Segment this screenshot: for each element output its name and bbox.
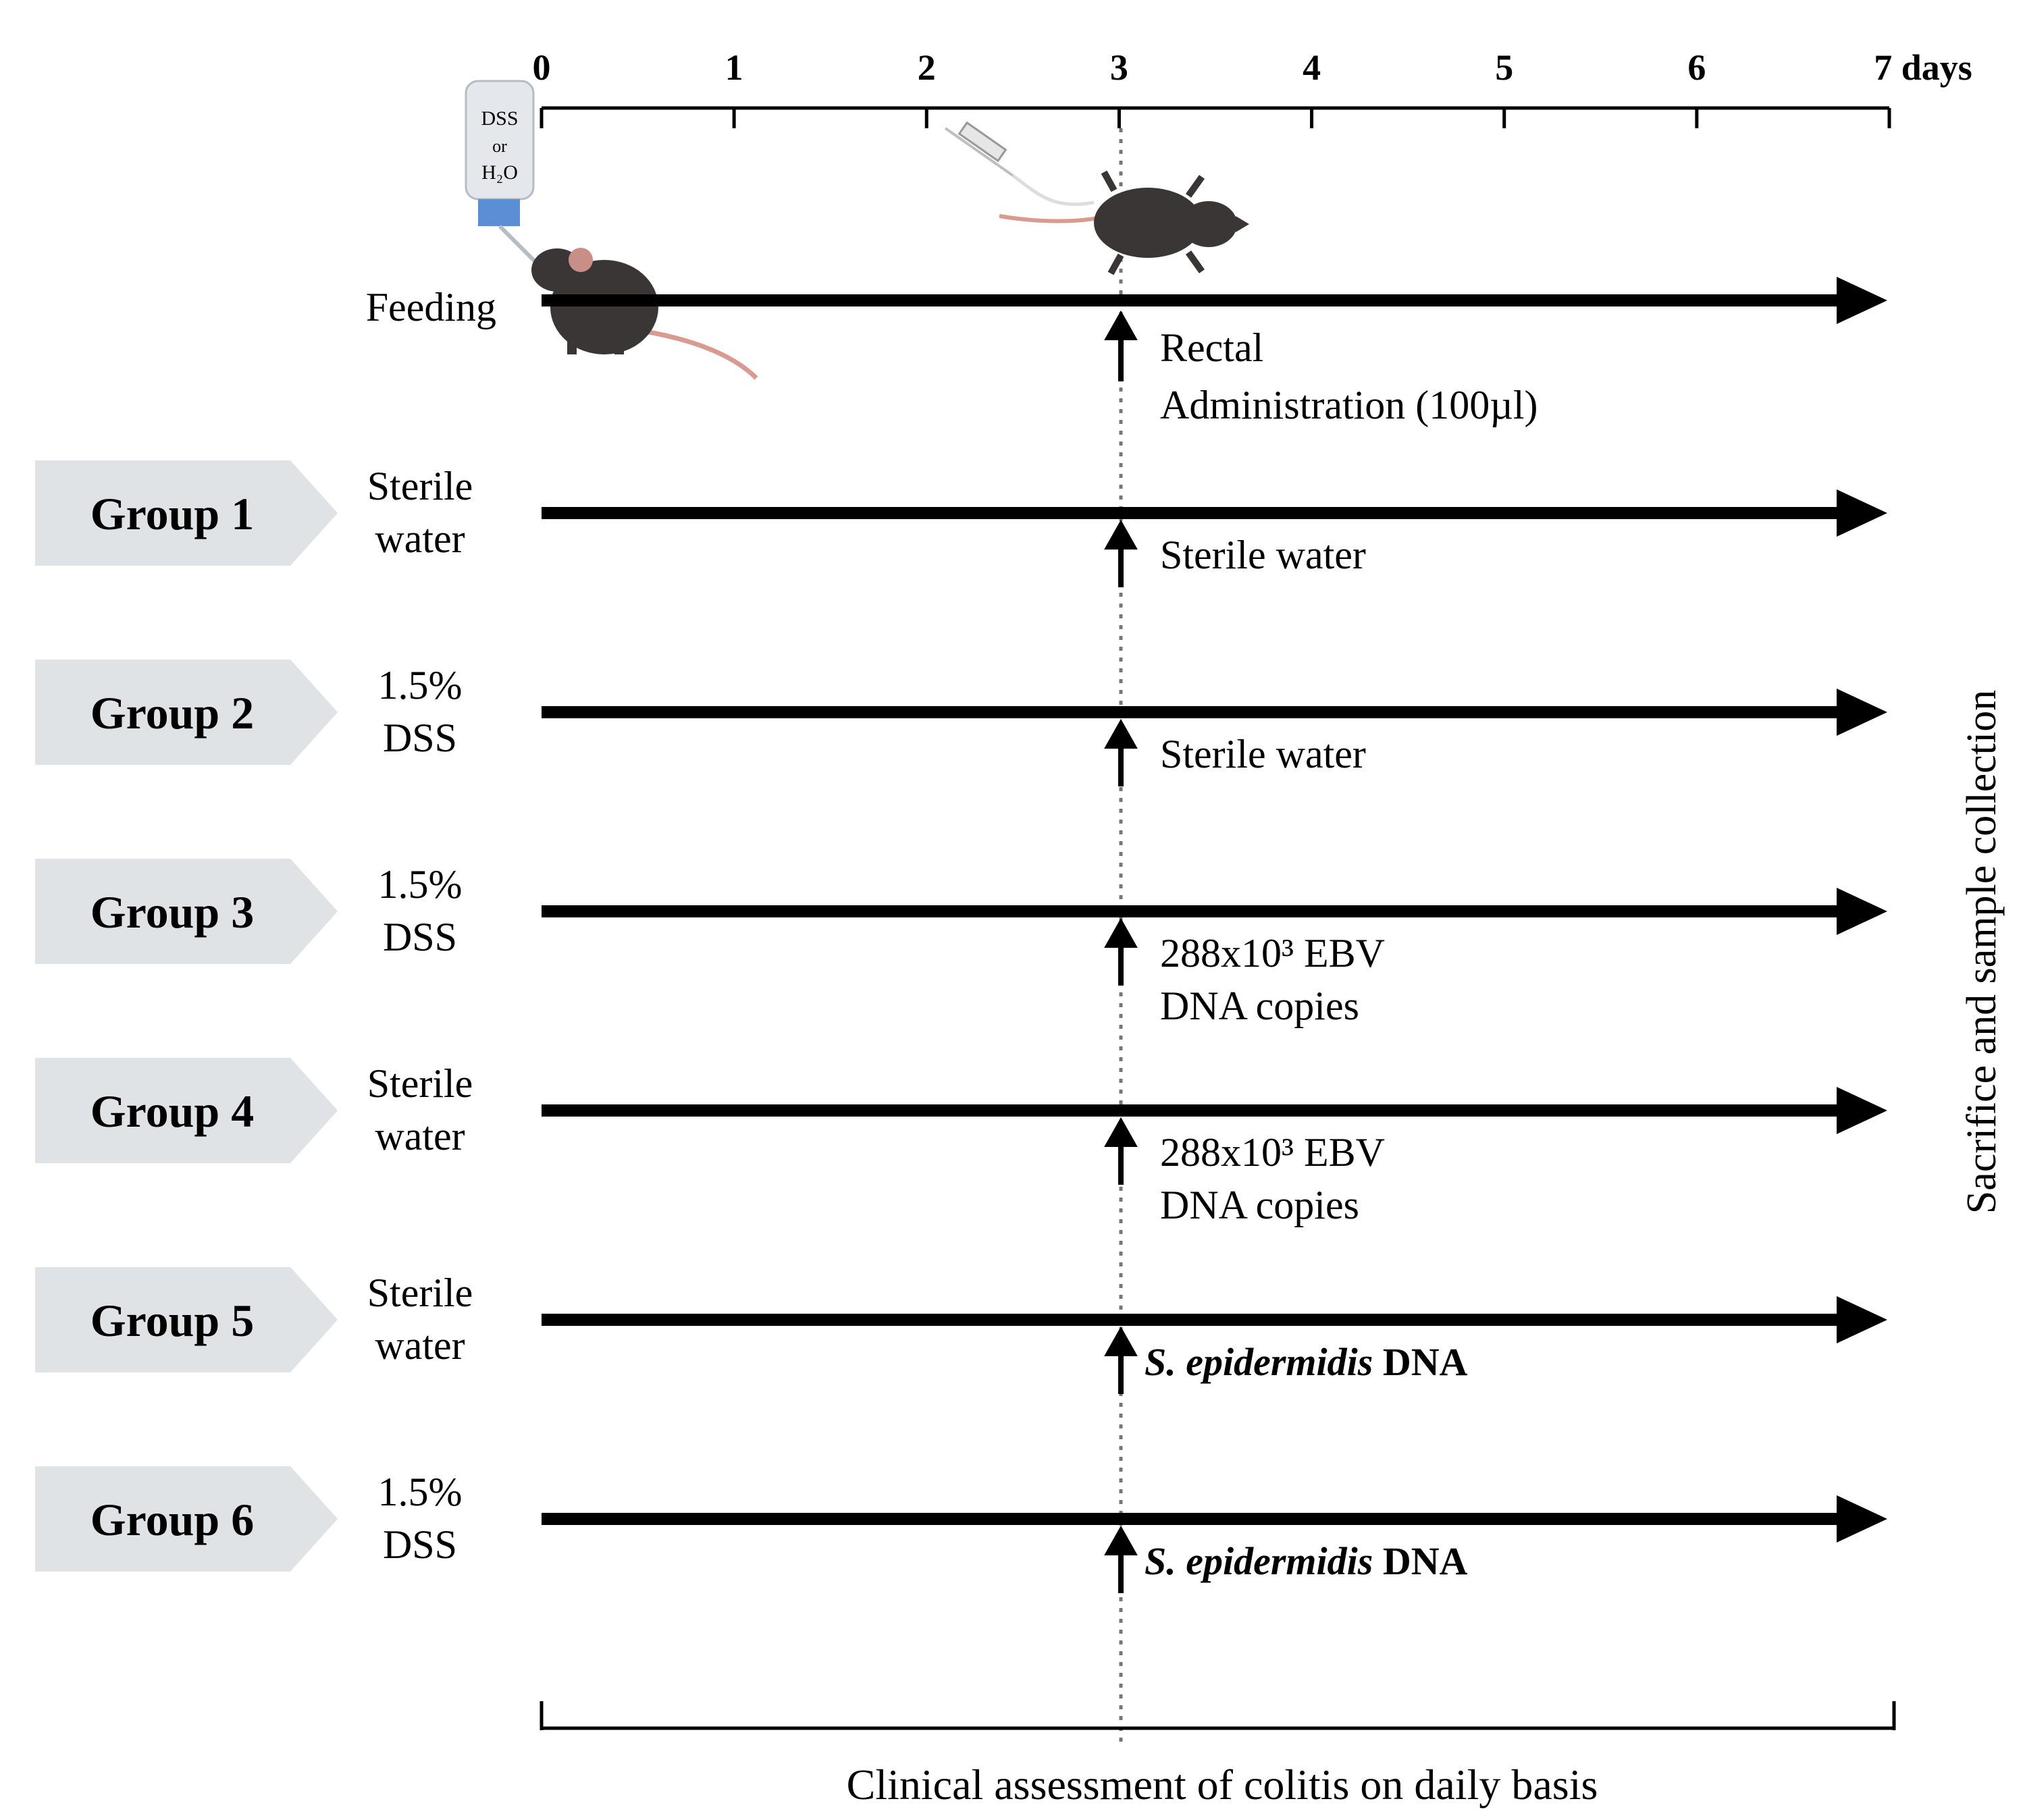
tick-label: 3 <box>1110 47 1128 88</box>
group-feed-text: water <box>375 516 465 561</box>
administration-arrow <box>1104 519 1138 587</box>
group-tag <box>35 660 338 765</box>
group-feed-text: DSS <box>383 716 457 760</box>
bottle-label-line1: DSS <box>481 107 518 130</box>
group-label: Group 6 <box>90 1494 254 1545</box>
tick-label: 0 <box>533 47 551 88</box>
group-label: Group 2 <box>90 687 254 739</box>
group-tag <box>35 460 338 566</box>
group-treatment-text: Sterile water <box>1160 533 1366 577</box>
clinical-assessment-label: Clinical assessment of colitis on daily … <box>847 1761 1598 1809</box>
group-arrowhead <box>1837 1087 1887 1134</box>
group-label: Group 4 <box>90 1086 254 1137</box>
group-label: Group 3 <box>90 886 254 938</box>
group-feed-text: water <box>375 1323 465 1368</box>
tick-label: 2 <box>918 47 936 88</box>
organism-name: S. epidermidis <box>1145 1539 1373 1583</box>
feeding-label: Feeding <box>366 285 496 329</box>
group-tag <box>35 1267 338 1372</box>
administration-arrow <box>1104 917 1138 986</box>
time-axis: 0 1 2 3 4 5 6 7 days <box>533 47 1972 128</box>
group-treatment-text: 288x10³ EBV <box>1160 931 1385 975</box>
group-row: Group 4 Sterile water 288x10³ EBV DNA copies <box>35 1058 1887 1227</box>
tick-label: 7 days <box>1874 47 1972 88</box>
bottle-label-line2: or <box>492 136 507 156</box>
group-feed-text: 1.5% <box>378 1470 463 1514</box>
group-label: Group 1 <box>90 488 254 539</box>
group-feed-text: water <box>375 1114 465 1158</box>
tick-label: 5 <box>1495 47 1513 88</box>
group-arrowhead <box>1837 1296 1887 1343</box>
group-feed-text: Sterile <box>367 464 473 508</box>
group-tag <box>35 1058 338 1163</box>
group-feed-text: Sterile <box>367 1270 473 1315</box>
group-treatment-text: S. epidermidis DNA <box>1145 1340 1468 1384</box>
tick-marks <box>540 108 1891 128</box>
feeding-up-arrow <box>1104 310 1138 381</box>
feeding-row: Feeding Rectal Administration (100µl) <box>366 277 1887 427</box>
tick-label: 4 <box>1303 47 1321 88</box>
tick-labels: 0 1 2 3 4 5 6 7 days <box>533 47 1972 88</box>
group-arrowhead <box>1837 689 1887 736</box>
group-arrowhead <box>1837 489 1887 537</box>
group-row: Group 1 Sterile water Sterile water <box>35 460 1887 587</box>
group-arrowhead <box>1837 888 1887 935</box>
administration-arrow <box>1104 718 1138 786</box>
group-treatment-text: 288x10³ EBV <box>1160 1130 1385 1175</box>
sacrifice-label: Sacrifice and sample collection <box>1959 690 2005 1214</box>
group-row: Group 6 1.5% DSS S. epidermidis DNA <box>35 1466 1887 1593</box>
group-feed-text: Sterile <box>367 1061 473 1106</box>
rectal-admin-line2: Administration (100µl) <box>1160 383 1538 427</box>
treated-mouse-icon <box>1094 170 1249 275</box>
assessment-bracket <box>540 1701 1896 1730</box>
bottle-label-line3: H₂O <box>481 161 518 184</box>
group-treatment-text: S. epidermidis DNA <box>1145 1539 1468 1583</box>
administration-arrow <box>1104 1525 1138 1593</box>
administration-arrow <box>1104 1326 1138 1394</box>
tick-label: 6 <box>1687 47 1706 88</box>
organism-suffix: DNA <box>1373 1340 1467 1384</box>
drinking-mouse-icon <box>531 248 758 380</box>
group-tag <box>35 1466 338 1572</box>
group-treatment-text: Sterile water <box>1160 732 1366 776</box>
organism-name: S. epidermidis <box>1145 1340 1373 1384</box>
group-row: Group 3 1.5% DSS 288x10³ EBV DNA copies <box>35 859 1887 1028</box>
group-row: Group 2 1.5% DSS Sterile water <box>35 660 1887 786</box>
tick-label: 1 <box>725 47 743 88</box>
rectal-admin-line1: Rectal <box>1160 325 1263 370</box>
administration-arrow <box>1104 1117 1138 1185</box>
water-bottle-icon: DSS or H₂O <box>465 80 542 269</box>
group-arrowhead <box>1837 1495 1887 1543</box>
group-treatment-text: DNA copies <box>1160 984 1359 1028</box>
syringe-icon <box>944 121 1108 223</box>
group-tag <box>35 859 338 964</box>
group-treatment-text: DNA copies <box>1160 1183 1359 1227</box>
group-feed-text: DSS <box>383 1522 457 1567</box>
group-feed-text: DSS <box>383 915 457 959</box>
group-feed-text: 1.5% <box>378 862 463 907</box>
feeding-arrowhead <box>1837 277 1887 324</box>
group-label: Group 5 <box>90 1295 254 1346</box>
group-feed-text: 1.5% <box>378 663 463 707</box>
group-row: Group 5 Sterile water S. epidermidis DNA <box>35 1267 1887 1394</box>
organism-suffix: DNA <box>1373 1539 1467 1583</box>
